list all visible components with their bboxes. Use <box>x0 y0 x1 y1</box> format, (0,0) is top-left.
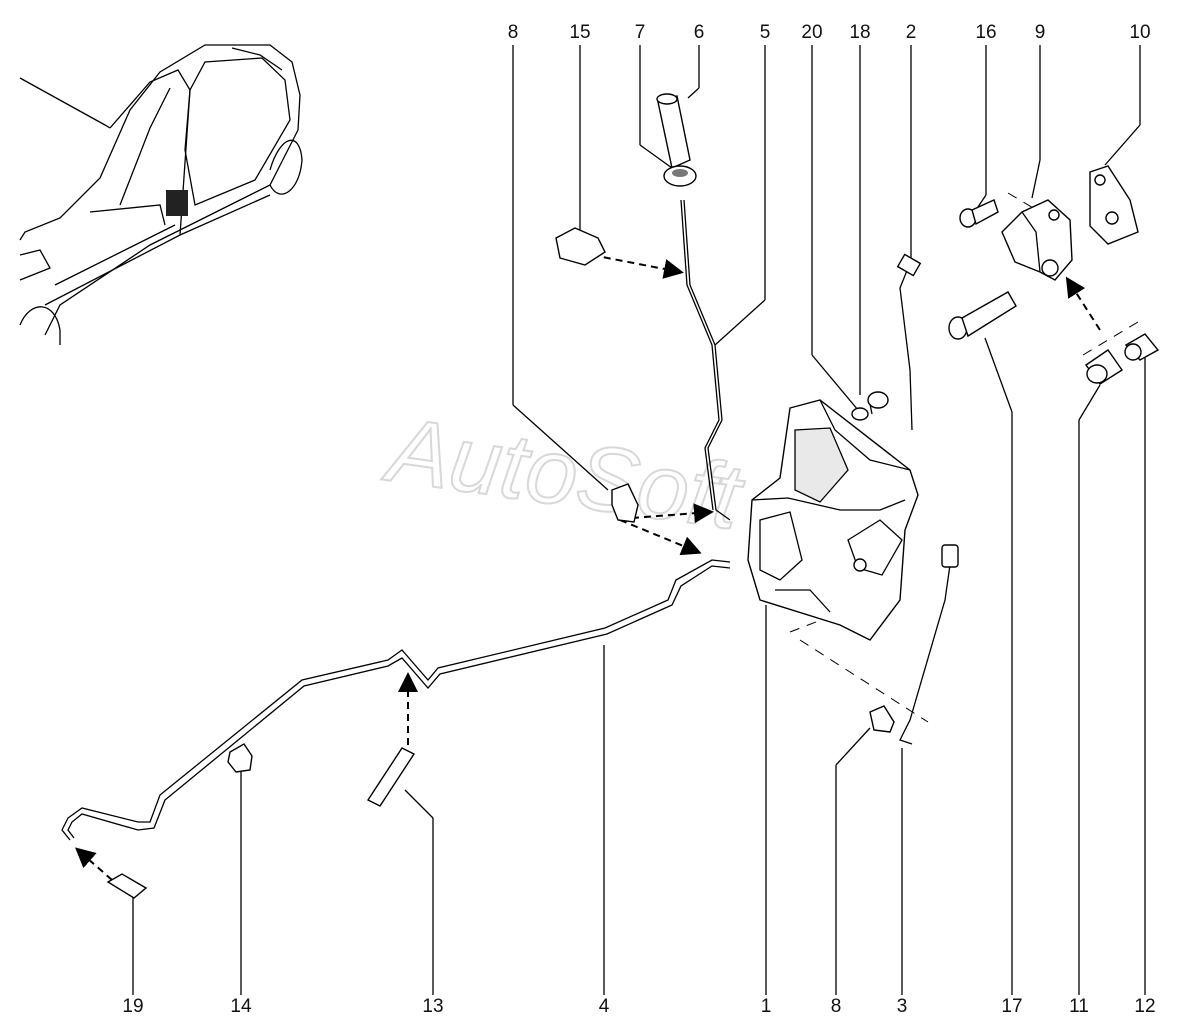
long-release-rod <box>61 559 731 841</box>
callout-top: 10 <box>1129 22 1150 43</box>
callout-bottom: 4 <box>599 996 610 1017</box>
callout-top: 2 <box>906 22 917 43</box>
callout-bottom: 12 <box>1134 996 1155 1017</box>
callout-bottom: 8 <box>831 996 842 1017</box>
lock-screw <box>867 391 889 415</box>
rod-clip <box>555 227 606 266</box>
callout-top: 18 <box>849 22 870 43</box>
upper-lock-rod <box>683 199 731 521</box>
lock-knob <box>656 93 691 169</box>
callout-bottom: 13 <box>422 996 443 1017</box>
inside-handle-rod <box>899 267 913 431</box>
callout-top: 6 <box>694 22 705 43</box>
rod-sleeve <box>366 747 416 807</box>
hinge-bracket <box>1001 199 1073 281</box>
rod-guide-clip <box>227 743 253 773</box>
hinge-plate <box>1089 165 1139 245</box>
callout-top: 9 <box>1035 22 1046 43</box>
lock-nut <box>851 407 869 421</box>
callout-top: 20 <box>801 22 822 43</box>
callout-bottom: 3 <box>897 996 908 1017</box>
hinge-screw-small <box>959 199 999 228</box>
rod-end-pad <box>106 873 148 899</box>
callout-bottom: 19 <box>122 996 143 1017</box>
callout-top: 16 <box>975 22 996 43</box>
callout-top: 7 <box>635 22 646 43</box>
rod-retaining-clip-upper <box>611 483 639 523</box>
callout-labels-top: 8 15 7 6 5 20 18 2 16 9 10 <box>508 22 1151 43</box>
car-inset-illustration <box>19 44 303 345</box>
outside-handle-rod <box>899 564 951 745</box>
callout-bottom: 11 <box>1069 996 1089 1017</box>
callout-labels-bottom: 19 14 13 4 1 8 3 17 11 12 <box>122 996 1155 1017</box>
door-lock-assembly <box>747 399 919 641</box>
callout-top: 8 <box>508 22 519 43</box>
callout-bottom: 14 <box>230 996 252 1017</box>
rod-retaining-clip-lower <box>869 705 895 733</box>
callout-top: 5 <box>760 22 771 43</box>
leader-lines <box>132 45 1146 995</box>
hinge-bushing-small <box>1124 333 1160 361</box>
watermark-text: AutoSoft <box>378 398 750 549</box>
hinge-bushing-large <box>1085 349 1123 385</box>
hinge-bolt <box>948 291 1017 340</box>
assembly-arrows <box>75 192 1139 881</box>
callout-bottom: 17 <box>1001 996 1022 1017</box>
knob-grommet <box>663 165 697 187</box>
callout-top: 15 <box>569 22 590 43</box>
callout-bottom: 1 <box>761 996 772 1017</box>
